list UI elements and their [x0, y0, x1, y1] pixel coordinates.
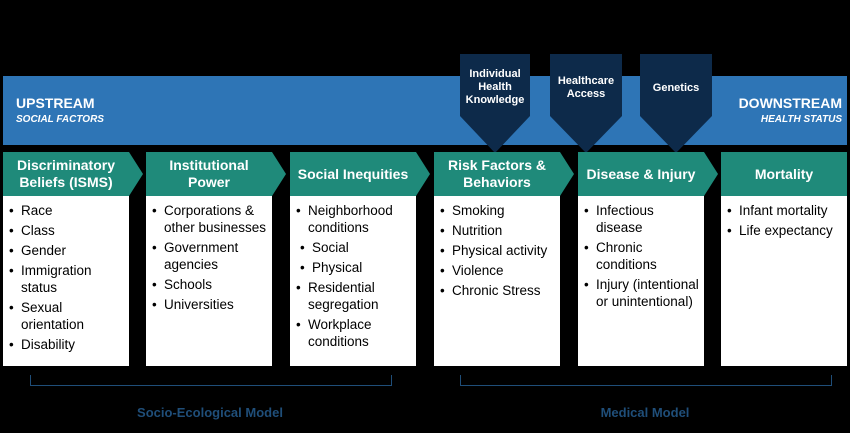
column-mortality: Mortality Infant mortality Life expectan…	[721, 152, 850, 366]
list-item: Physical activity	[440, 242, 556, 259]
down-arrow-icon	[640, 54, 712, 153]
column-risk-factors: Risk Factors &Behaviors Smoking Nutritio…	[434, 152, 574, 366]
column-title-line: Behaviors	[463, 174, 531, 190]
header-box	[721, 152, 847, 196]
influence-line: Access	[566, 88, 606, 100]
socio-ecological-bracket	[30, 375, 392, 386]
column-social-inequities: Social Inequities Neighborhood condition…	[290, 152, 430, 366]
column-title-line: Power	[187, 174, 230, 190]
column-title-line: Risk Factors &	[447, 157, 547, 173]
influence-line: Genetics	[652, 82, 700, 94]
column-body: Smoking Nutrition Physical activity Viol…	[434, 196, 560, 366]
list-item: Universities	[152, 296, 268, 313]
list-item: Workplace conditions	[296, 316, 412, 350]
influence-genetics: Genetics	[640, 54, 712, 153]
influence-line: Knowledge	[465, 94, 525, 106]
chevron-arrow-icon	[146, 152, 286, 196]
down-arrow-icon	[550, 54, 622, 153]
column-title-line: Mortality	[754, 165, 814, 182]
list-item: Infant mortality	[727, 202, 843, 219]
column-body: Infant mortality Life expectancy	[721, 196, 847, 366]
column-title-line: Institutional	[169, 157, 249, 173]
influence-line: Healthcare	[557, 75, 615, 87]
list-item: Class	[9, 222, 125, 239]
list-subitem: Social	[300, 239, 412, 256]
column-body: Infectious disease Chronic conditions In…	[578, 196, 704, 366]
list-item: Disability	[9, 336, 125, 353]
upstream-downstream-band	[3, 76, 847, 145]
column-title-line: Social Inequities	[297, 165, 409, 182]
list-item: Smoking	[440, 202, 556, 219]
list-item: Sexual orientation	[9, 299, 125, 333]
list-item: Immigration status	[9, 262, 125, 296]
column-title-line: Disease & Injury	[586, 165, 696, 182]
column-header: Social Inequities	[290, 152, 430, 196]
column-body: Neighborhood conditions Social Physical …	[290, 196, 416, 366]
list-item: Chronic Stress	[440, 282, 556, 299]
list-item: Schools	[152, 276, 268, 293]
down-arrow-icon	[460, 54, 530, 153]
chevron-arrow-icon	[3, 152, 143, 196]
influence-individual-health-knowledge: Individual Health Knowledge	[460, 54, 530, 153]
socio-ecological-model-label: Socio-Ecological Model	[137, 405, 283, 420]
chevron-arrow-icon	[578, 152, 718, 196]
column-header: Risk Factors &Behaviors	[434, 152, 574, 196]
influence-line: Individual	[469, 68, 521, 80]
list-item: Violence	[440, 262, 556, 279]
influence-line: Health	[478, 81, 512, 93]
list-item: Residential segregation	[296, 279, 412, 313]
list-item: Neighborhood conditions	[296, 202, 412, 236]
list-item: Government agencies	[152, 239, 268, 273]
list-item: Gender	[9, 242, 125, 259]
influence-healthcare-access: Healthcare Access	[550, 54, 622, 153]
list-item: Life expectancy	[727, 222, 843, 239]
downstream-subtitle: HEALTH STATUS	[760, 114, 842, 125]
list-item: Injury (intentional or unintentional)	[584, 276, 700, 310]
chevron-arrow-icon	[290, 152, 430, 196]
list-item: Race	[9, 202, 125, 219]
downstream-title: DOWNSTREAM	[738, 95, 842, 111]
list-item: Corporations & other businesses	[152, 202, 268, 236]
column-body: Race Class Gender Immigration status Sex…	[3, 196, 129, 366]
list-item: Chronic conditions	[584, 239, 700, 273]
column-title-line: Beliefs (ISMS)	[19, 174, 113, 190]
column-header: Disease & Injury	[578, 152, 718, 196]
medical-model-bracket	[460, 375, 832, 386]
medical-model-label: Medical Model	[600, 405, 690, 420]
column-header: Mortality	[721, 152, 850, 196]
list-item: Nutrition	[440, 222, 556, 239]
chevron-arrow-icon	[434, 152, 574, 196]
column-title-line: Discriminatory	[16, 157, 116, 173]
column-disease-injury: Disease & Injury Infectious disease Chro…	[578, 152, 718, 366]
list-item: Infectious disease	[584, 202, 700, 236]
list-subitem: Physical	[300, 259, 412, 276]
column-body: Corporations & other businesses Governme…	[146, 196, 272, 366]
upstream-title: UPSTREAM	[16, 95, 95, 111]
upstream-subtitle: SOCIAL FACTORS	[16, 114, 104, 125]
